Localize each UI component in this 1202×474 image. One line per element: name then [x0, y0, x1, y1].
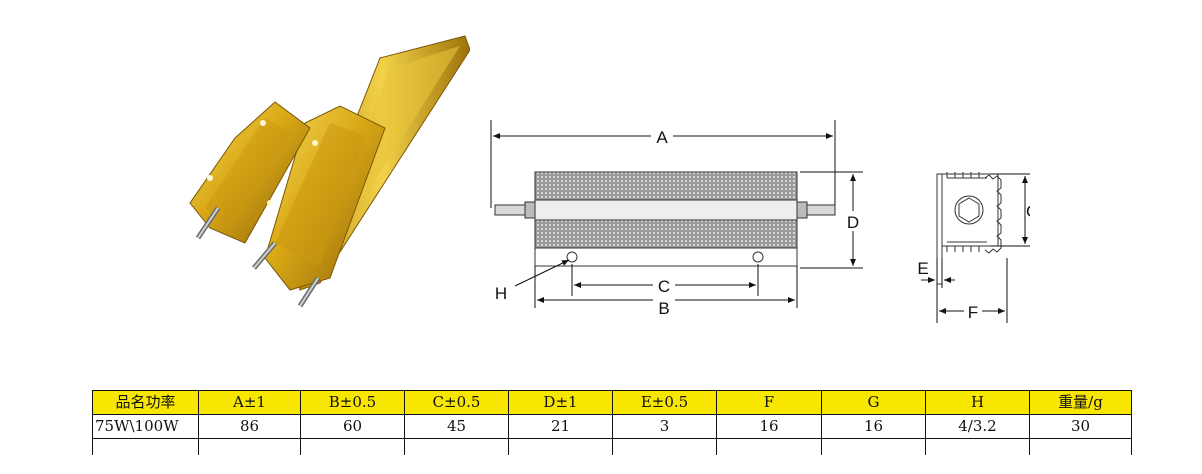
cell-e: 3 [612, 414, 717, 439]
header-f: F [716, 390, 822, 415]
table-row: 75W\100W 86 60 45 21 3 16 16 4/3.2 30 [92, 414, 1132, 439]
cell-h: 4/3.2 [925, 414, 1030, 439]
cell-c: 45 [404, 414, 509, 439]
resistor-side-view [936, 172, 1002, 285]
header-weight: 重量/g [1029, 390, 1132, 415]
header-h: H [925, 390, 1030, 415]
dimension-b-label: B [658, 299, 669, 318]
header-g: G [821, 390, 926, 415]
dimension-c-label: C [658, 277, 670, 296]
dimension-d-label: D [847, 213, 859, 232]
header-model: 品名功率 [92, 390, 199, 415]
resistor-body-top-fins [534, 171, 798, 201]
header-d: D±1 [508, 390, 613, 415]
table-row-cropped [92, 438, 1132, 455]
spec-table-header-row: 品名功率 A±1 B±0.5 C±0.5 D±1 E±0.5 F G H 重量/… [92, 390, 1132, 415]
cell-f: 16 [716, 414, 822, 439]
header-b: B±0.5 [300, 390, 405, 415]
dimension-h-label: H [495, 284, 507, 303]
cell-a: 86 [198, 414, 301, 439]
header-e: E±0.5 [612, 390, 717, 415]
resistor-body-bottom-fins [534, 219, 798, 249]
dimension-h-leader [514, 259, 570, 287]
resistor-left-lead [494, 204, 528, 216]
resistor-right-lead [804, 204, 836, 216]
resistor-body-middle [534, 199, 798, 221]
cell-model: 75W\100W [92, 414, 199, 439]
dimension-e-label: E [917, 259, 928, 278]
dimension-drawing: A D C B H G [490, 120, 1030, 323]
resistor-mount-plate [534, 247, 798, 267]
cell-b: 60 [300, 414, 405, 439]
header-c: C±0.5 [404, 390, 509, 415]
mount-hole-right [752, 251, 764, 263]
mount-hole-left [566, 251, 578, 263]
resistor-product-photo [189, 35, 470, 308]
header-a: A±1 [198, 390, 301, 415]
dimension-g-label: G [1026, 202, 1030, 221]
dimension-a-label: A [656, 128, 668, 147]
cell-weight: 30 [1029, 414, 1132, 439]
dimension-f-label: F [968, 303, 978, 322]
spec-table: 品名功率 A±1 B±0.5 C±0.5 D±1 E±0.5 F G H 重量/… [92, 390, 1132, 455]
cell-g: 16 [821, 414, 926, 439]
cell-d: 21 [508, 414, 613, 439]
